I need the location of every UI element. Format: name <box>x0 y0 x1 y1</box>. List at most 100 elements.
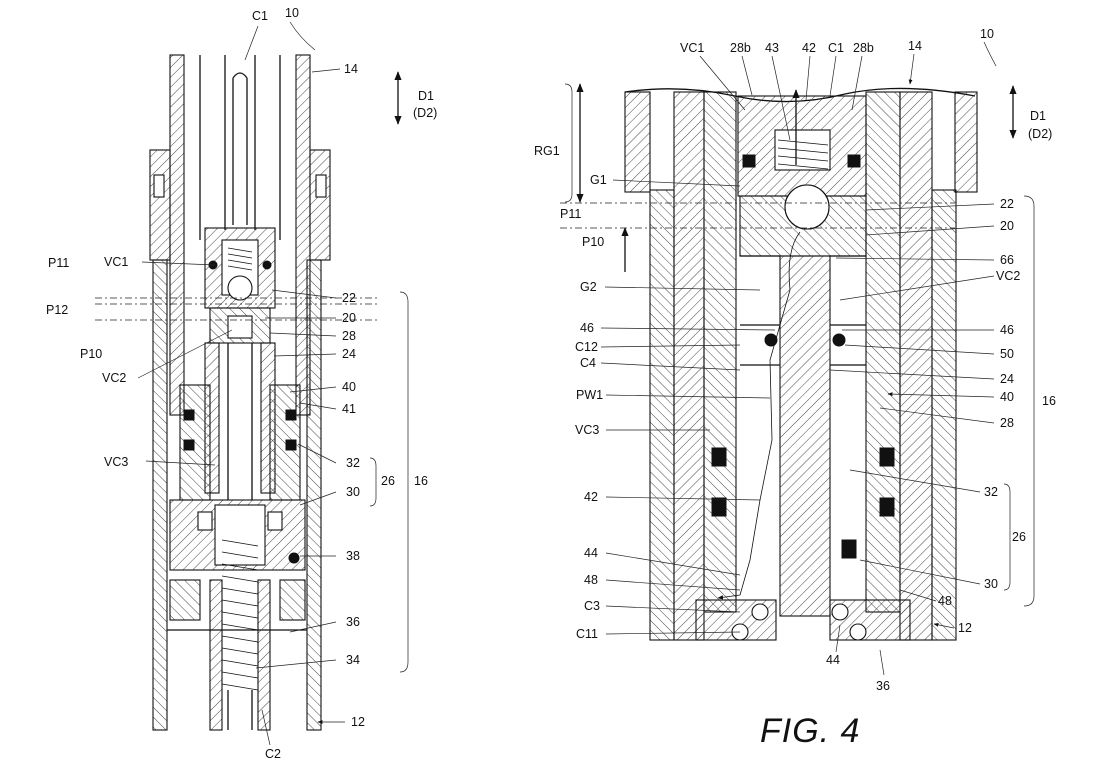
right-label-p10: P10 <box>582 235 604 249</box>
right-lower-12-r <box>931 189 957 641</box>
right-leader-vc2 <box>839 275 995 301</box>
left-leader-14 <box>311 68 341 73</box>
right-label-12: 12 <box>958 621 972 635</box>
right-label-46-l: 46 <box>580 321 594 335</box>
right-label-rg1: RG1 <box>534 144 560 158</box>
right-label-vc3: VC3 <box>575 423 599 437</box>
right-label-40: 40 <box>1000 390 1014 404</box>
left-label-32: 32 <box>346 456 360 470</box>
right-leader-48-r <box>899 589 937 602</box>
right-label-g2: G2 <box>580 280 597 294</box>
right-leader-c11 <box>605 631 741 635</box>
right-seal-26-b <box>711 497 727 517</box>
left-shaft-bottom <box>227 690 253 730</box>
right-leader-22 <box>865 203 995 211</box>
right-leader-pw1 <box>605 394 771 399</box>
left-leader-c2 <box>261 709 271 746</box>
left-leader-36 <box>289 621 337 633</box>
right-label-22: 22 <box>1000 197 1014 211</box>
right-brace-16 <box>1023 195 1035 607</box>
right-leader-50 <box>844 344 995 355</box>
right-label-d1: D1 <box>1030 109 1046 123</box>
left-label-p11: P11 <box>48 256 69 270</box>
left-label-p12: P12 <box>46 303 68 317</box>
right-leader-28b-b <box>851 55 863 111</box>
right-label-c4: C4 <box>580 356 596 370</box>
right-label-pw1: PW1 <box>576 388 603 402</box>
left-label-vc1: VC1 <box>104 255 128 269</box>
left-label-34: 34 <box>346 653 360 667</box>
left-leader-41 <box>299 402 337 410</box>
right-wire-pw1 <box>717 231 801 600</box>
left-lower-tube-wall-left <box>152 259 168 731</box>
right-label-c3: C3 <box>584 599 600 613</box>
left-leader-22 <box>271 289 337 299</box>
left-element-36-r <box>279 579 306 621</box>
left-label-c2: C2 <box>265 747 281 761</box>
right-leader-36 <box>879 649 885 676</box>
right-seal-26-d <box>879 497 895 517</box>
right-brace-rg1 <box>564 83 573 203</box>
left-clamp-seal-right <box>315 174 327 198</box>
left-brace-26 <box>369 457 377 507</box>
left-seal-a <box>183 409 195 421</box>
left-lower-tube-wall-right <box>306 259 322 731</box>
left-leader-28 <box>269 332 337 337</box>
right-label-36: 36 <box>876 679 890 693</box>
left-oring-b <box>262 260 272 270</box>
left-label-vc2: VC2 <box>102 371 126 385</box>
right-leader-20 <box>865 225 995 236</box>
right-check-ball-front <box>784 184 830 230</box>
left-label-30: 30 <box>346 485 360 499</box>
left-leader-24 <box>273 353 337 357</box>
right-leader-42-mid <box>605 496 761 501</box>
left-clamp-right <box>309 149 331 261</box>
left-label-24: 24 <box>342 347 356 361</box>
right-label-42-mid: 42 <box>584 490 598 504</box>
right-label-c1: C1 <box>828 41 844 55</box>
right-seal-30 <box>841 539 857 559</box>
right-lower-12-l <box>649 189 675 641</box>
figure-caption: FIG. 4 <box>760 712 860 750</box>
right-leader-40 <box>887 392 995 398</box>
left-label-38: 38 <box>346 549 360 563</box>
left-clamp-left <box>149 149 171 261</box>
right-inner-wall-l <box>703 91 737 613</box>
left-piston-bore <box>227 315 253 339</box>
right-oring-46-l <box>764 333 778 347</box>
right-label-10: 10 <box>980 27 994 41</box>
right-leader-30 <box>859 559 981 585</box>
left-label-c1: C1 <box>252 9 268 23</box>
right-label-43: 43 <box>765 41 779 55</box>
right-leader-g2 <box>604 286 761 291</box>
right-seal-top-r <box>847 154 861 168</box>
right-leader-46-l <box>600 327 776 331</box>
left-label-22: 22 <box>342 291 356 305</box>
right-label-24: 24 <box>1000 372 1014 386</box>
right-drawing: VC1 28b 43 42 C1 28b 14 10 D1 (D2) RG1 G… <box>534 27 1056 693</box>
right-leader-10 <box>983 41 997 67</box>
left-label-16: 16 <box>414 474 428 488</box>
right-oring-c11-l <box>751 603 769 621</box>
left-shaft-wall-l <box>209 579 223 731</box>
right-leader-c1 <box>829 55 837 97</box>
left-label-vc3: VC3 <box>104 455 128 469</box>
right-label-44-b: 44 <box>826 653 840 667</box>
right-label-32: 32 <box>984 485 998 499</box>
left-leader-40 <box>289 386 337 393</box>
right-label-g1: G1 <box>590 173 607 187</box>
right-label-26: 26 <box>1012 530 1026 544</box>
left-leader-34 <box>255 659 337 669</box>
right-label-50: 50 <box>1000 347 1014 361</box>
right-label-28: 28 <box>1000 416 1014 430</box>
left-leader-32 <box>297 443 337 464</box>
right-label-42-top: 42 <box>802 41 816 55</box>
left-label-12: 12 <box>351 715 365 729</box>
left-label-d1: D1 <box>418 89 434 103</box>
left-leader-vc1 <box>141 261 216 266</box>
left-oring-38 <box>288 552 300 564</box>
left-label-14: 14 <box>344 62 358 76</box>
right-outer-14-l <box>624 91 651 193</box>
left-check-ball <box>227 275 253 301</box>
